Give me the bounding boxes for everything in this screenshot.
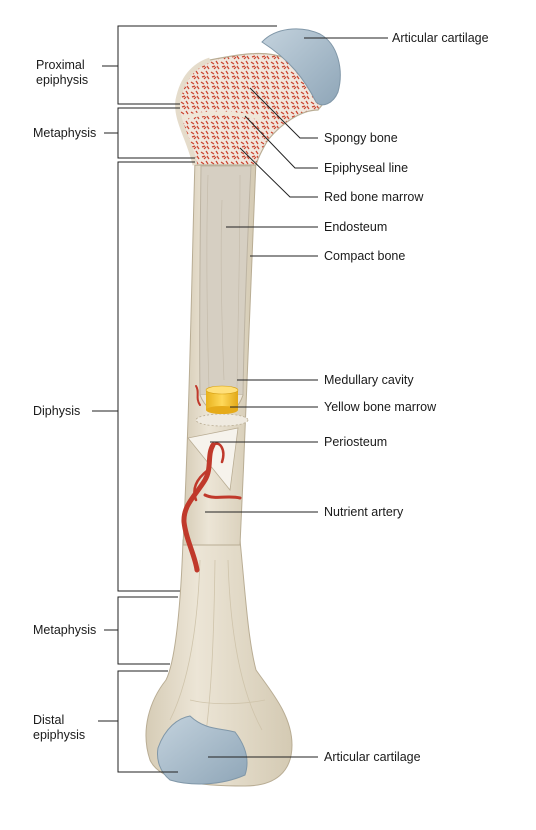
label-nutrient-artery: Nutrient artery — [324, 505, 404, 519]
articular-cartilage-bottom — [157, 715, 248, 785]
label-compact-bone: Compact bone — [324, 249, 406, 263]
epiphyseal-line — [181, 111, 263, 120]
nutrient-artery — [181, 385, 242, 573]
label-articular-cartilage-top: Articular cartilage — [392, 31, 489, 45]
label-epiphyseal-line: Epiphyseal line — [324, 161, 409, 175]
label-spongy-bone: Spongy bone — [324, 131, 398, 145]
distal-texture — [169, 559, 266, 741]
label-distal-epiphysis: Distal epiphysis — [33, 713, 85, 743]
label-distal-epiphysis-line2: epiphysis — [33, 728, 86, 742]
left-brackets — [92, 25, 277, 773]
label-medullary-cavity: Medullary cavity — [324, 373, 414, 387]
leader-epiphyseal — [244, 115, 318, 169]
label-proximal-epiphysis-line1: Proximal — [36, 58, 85, 72]
yellow-bone-marrow — [205, 385, 239, 414]
bracket-diaphysis — [117, 161, 195, 592]
label-metaphysis-top: Metaphysis — [33, 126, 97, 140]
label-yellow-bone-marrow: Yellow bone marrow — [324, 400, 437, 414]
leader-lines — [205, 37, 388, 758]
label-diaphysis: Diphysis — [33, 404, 81, 418]
cut-surface — [195, 413, 249, 427]
bracket-proximal-epiphysis — [117, 25, 277, 105]
label-red-bone-marrow: Red bone marrow — [324, 190, 424, 204]
label-articular-cartilage-bottom: Articular cartilage — [324, 750, 421, 764]
label-endosteum: Endosteum — [324, 220, 388, 234]
label-proximal-epiphysis: Proximal epiphysis — [36, 58, 88, 88]
label-periosteum: Periosteum — [324, 435, 388, 449]
label-distal-epiphysis-line1: Distal — [33, 713, 65, 727]
label-metaphysis-bottom: Metaphysis — [33, 623, 97, 637]
leader-red-marrow — [239, 147, 318, 198]
articular-cartilage-top — [261, 28, 341, 106]
label-proximal-epiphysis-line2: epiphysis — [36, 73, 89, 87]
bracket-metaphysis-bottom — [117, 596, 178, 665]
endosteum-texture — [206, 174, 241, 391]
leader-spongy — [249, 87, 318, 139]
